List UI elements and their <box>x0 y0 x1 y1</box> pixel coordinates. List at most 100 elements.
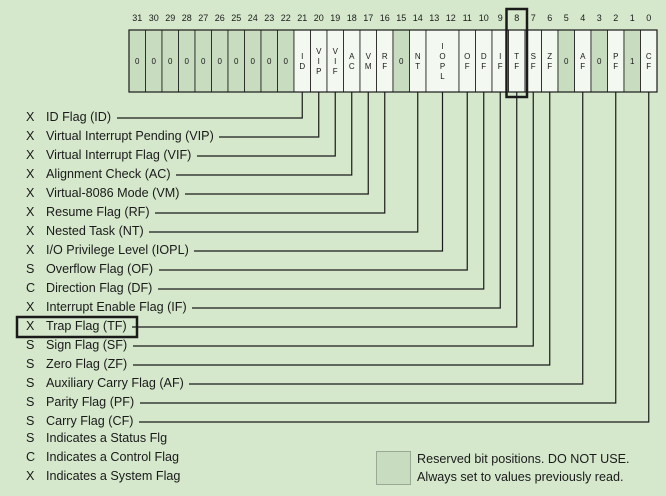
cell-label: 0 <box>597 57 602 66</box>
flag-type: X <box>26 319 35 333</box>
cell-label: F <box>514 62 519 71</box>
cell-label: 0 <box>201 57 206 66</box>
bit-number: 15 <box>396 13 406 23</box>
flag-leader-line <box>140 92 617 404</box>
bit-number: 1 <box>630 13 635 23</box>
bit-number: 6 <box>547 13 552 23</box>
flag-name: Virtual Interrupt Pending (VIP) <box>46 129 214 143</box>
cell-label: 0 <box>234 57 239 66</box>
flag-leader-line <box>132 92 518 328</box>
flag-leader-line <box>194 92 444 252</box>
reserved-note-line2: Always set to values previously read. <box>417 470 624 484</box>
register-cell <box>640 29 658 93</box>
cell-label: R <box>382 52 388 61</box>
bit-number: 10 <box>479 13 489 23</box>
flag-leader-line <box>185 92 369 195</box>
flag-type: X <box>26 300 35 314</box>
cell-label: F <box>481 62 486 71</box>
cell-label: F <box>382 62 387 71</box>
cell-label: A <box>349 52 355 61</box>
register-cell <box>343 29 361 93</box>
cell-label: T <box>415 62 420 71</box>
cell-label: P <box>613 52 618 61</box>
flag-type: X <box>26 148 35 162</box>
cell-label: V <box>366 52 372 61</box>
legend-status: S Indicates a Status Flg <box>26 431 167 446</box>
cell-label: C <box>349 62 355 71</box>
flag-leader-line <box>155 92 386 214</box>
cell-label: O <box>464 52 470 61</box>
bit-number: 13 <box>429 13 439 23</box>
flag-leader-line <box>117 92 303 119</box>
cell-label: 0 <box>135 57 140 66</box>
flag-name: Nested Task (NT) <box>46 224 144 238</box>
cell-label: S <box>531 52 536 61</box>
reserved-note-line1: Reserved bit positions. DO NOT USE. <box>417 452 630 466</box>
flag-name: Carry Flag (CF) <box>46 414 134 428</box>
legend-type: C <box>26 450 36 464</box>
flag-name: Parity Flag (PF) <box>46 395 135 409</box>
cell-label: I <box>301 52 303 61</box>
cell-label: F <box>498 62 503 71</box>
bit-number: 8 <box>514 13 519 23</box>
flag-leader-line <box>189 92 584 385</box>
flag-leader-line <box>176 92 353 176</box>
bit-number: 11 <box>463 13 472 23</box>
bit-number: 0 <box>646 13 651 23</box>
legend-type: X <box>26 469 35 483</box>
cell-label: F <box>613 62 618 71</box>
register-cell <box>359 29 377 93</box>
register-cell <box>541 29 559 93</box>
bit-number: 17 <box>363 13 373 23</box>
bit-number: 21 <box>297 13 307 23</box>
bit-number: 20 <box>314 13 324 23</box>
flag-leader-line <box>133 92 534 347</box>
cell-label: D <box>481 52 487 61</box>
cell-label: D <box>299 62 305 71</box>
flag-type: X <box>26 186 35 200</box>
cell-label: 1 <box>630 57 635 66</box>
flag-label: X Virtual Interrupt Pending (VIP) <box>26 129 214 144</box>
bit-number: 26 <box>215 13 225 23</box>
flag-leader-line <box>219 92 320 138</box>
flag-type: C <box>26 281 36 295</box>
legend-type: S <box>26 431 35 445</box>
legend-system: X Indicates a System Flag <box>26 469 180 484</box>
flag-leader-line <box>139 92 650 423</box>
legend-text: Indicates a Status Flg <box>46 431 168 445</box>
bit-number: 16 <box>380 13 390 23</box>
bit-number: 30 <box>149 13 159 23</box>
flag-type: X <box>26 129 35 143</box>
register-border <box>128 29 658 93</box>
flag-name: I/O Privilege Level (IOPL) <box>46 243 189 257</box>
flag-label: X Virtual Interrupt Flag (VIF) <box>26 148 191 163</box>
bit-number: 22 <box>281 13 291 23</box>
register-cell <box>508 29 526 93</box>
flag-name: Virtual Interrupt Flag (VIF) <box>46 148 192 162</box>
flag-name: Resume Flag (RF) <box>46 205 150 219</box>
cell-label: Z <box>547 52 552 61</box>
bit-number: 14 <box>413 13 423 23</box>
flag-name: Direction Flag (DF) <box>46 281 153 295</box>
register-cell <box>425 29 460 93</box>
cell-label: F <box>646 62 651 71</box>
register-cell <box>376 29 394 93</box>
cell-label: A <box>580 52 586 61</box>
bit-number: 4 <box>580 13 585 23</box>
cell-label: I <box>334 57 336 66</box>
cell-label: L <box>440 72 445 81</box>
flag-type: S <box>26 376 35 390</box>
reserved-swatch <box>376 451 411 485</box>
cell-label: P <box>316 67 321 76</box>
register-cell <box>293 29 311 93</box>
legend-text: Indicates a System Flag <box>46 469 181 483</box>
